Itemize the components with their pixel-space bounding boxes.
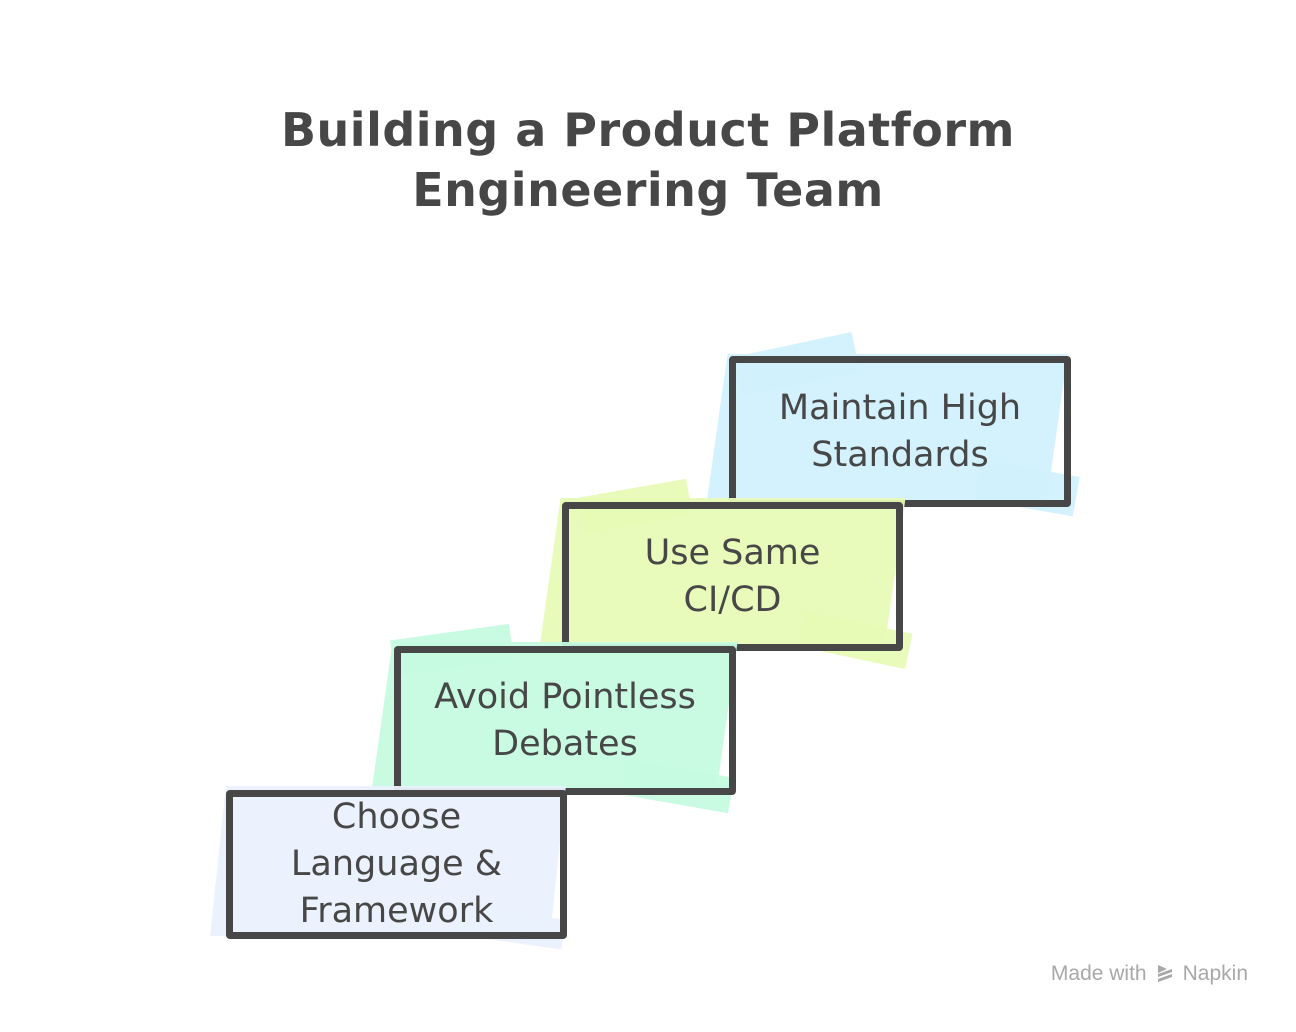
napkin-brand-text: Napkin [1182,962,1248,985]
napkin-logo-icon [1157,965,1172,982]
step-frame [226,790,567,939]
diagram-title: Building a Product Platform Engineering … [0,100,1296,220]
title-line-1: Building a Product Platform [281,103,1015,157]
made-with-text: Made with [1050,962,1147,985]
made-with-napkin-badge[interactable]: Made with Napkin [1051,962,1248,986]
title-line-2: Engineering Team [412,163,884,217]
